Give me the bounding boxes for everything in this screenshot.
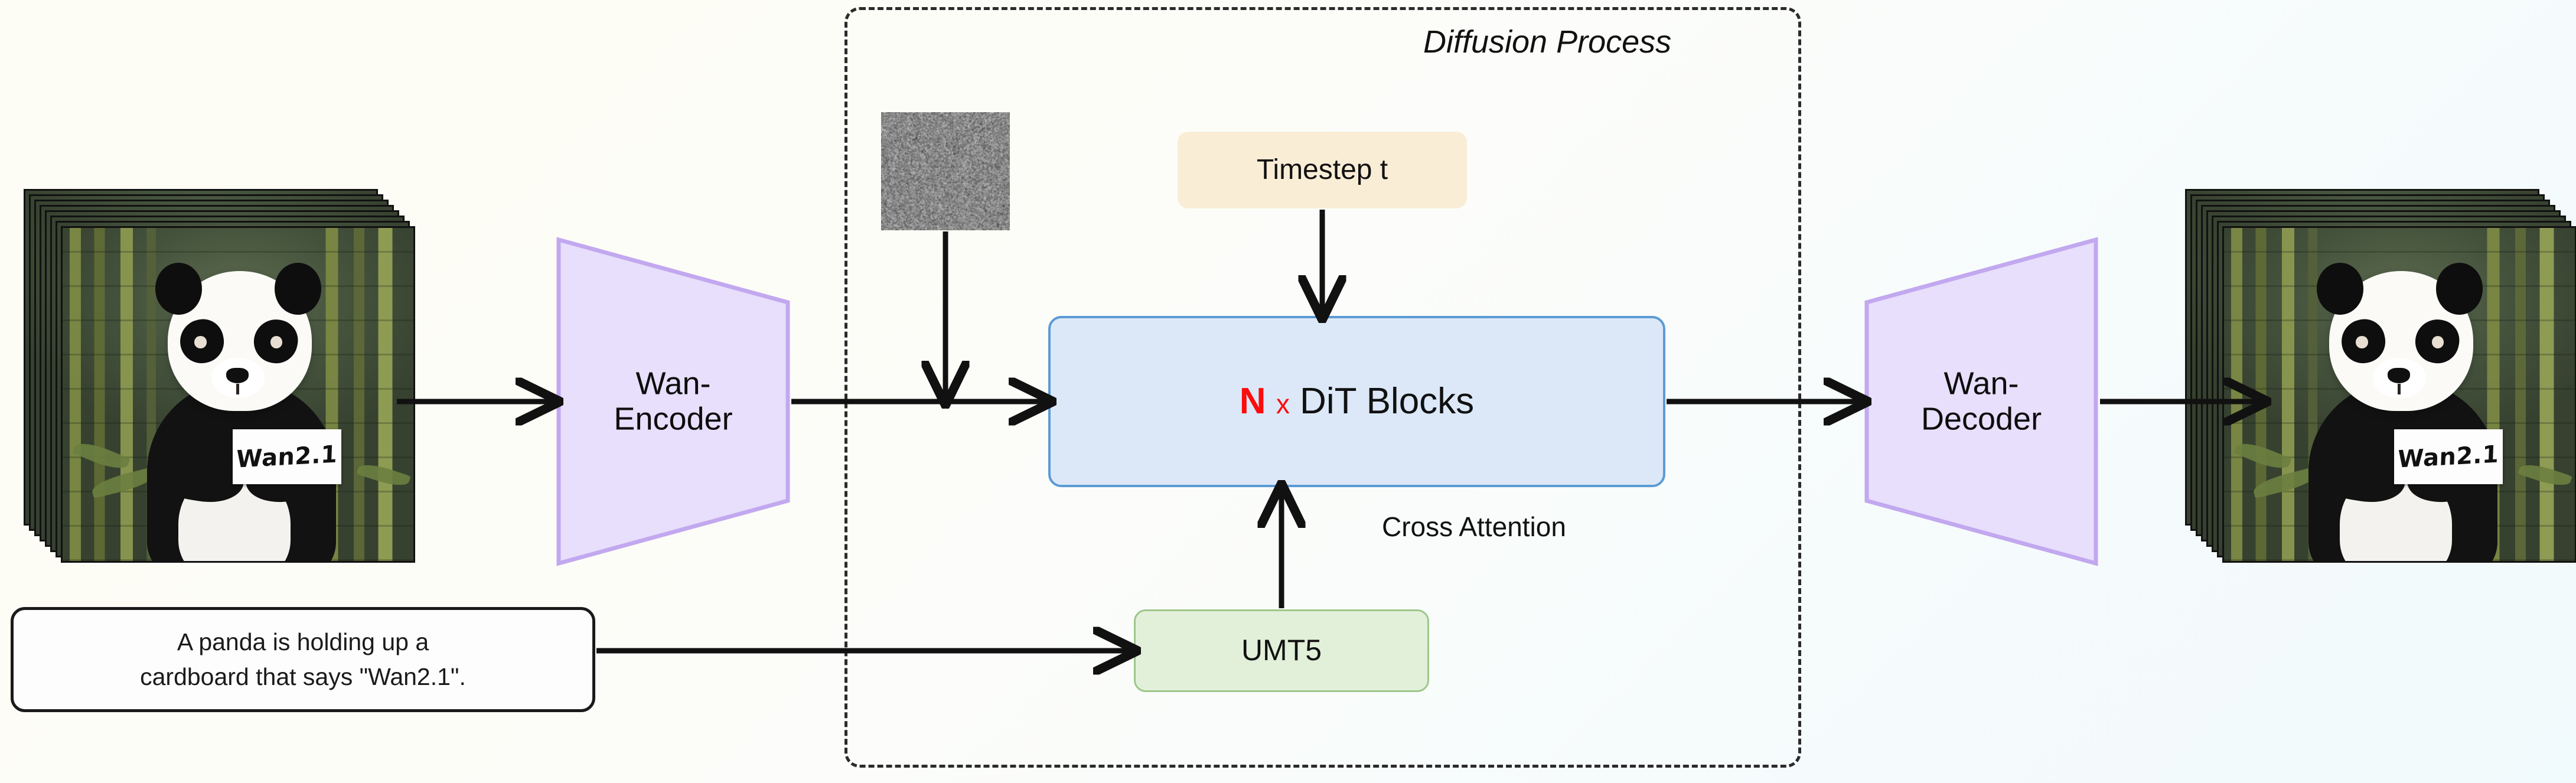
wan-encoder-label: Wan- Encoder [614,366,733,437]
cross-attention-label: Cross Attention [1382,511,1566,542]
dit-times-symbol: x [1276,389,1290,420]
prompt-line-2: cardboard that says "Wan2.1". [140,663,466,690]
output-video-frames: Wan2.1 [2185,189,2576,567]
diffusion-process-title: Diffusion Process [1423,24,1672,60]
wan-decoder-label: Wan- Decoder [1920,366,2042,437]
video-frame-front: Wan2.1 [2222,226,2576,563]
sign-text: Wan2.1 [236,441,338,474]
prompt-line-1: A panda is holding up a [177,628,429,655]
timestep-label: Timestep t [1256,154,1388,186]
wan-decoder-block[interactable]: Wan- Decoder [1863,236,2099,567]
sign-text: Wan2.1 [2397,441,2500,474]
umt5-label: UMT5 [1241,634,1322,667]
wan-encoder-block[interactable]: Wan- Encoder [555,236,791,567]
umt5-text-encoder-box[interactable]: UMT5 [1134,609,1429,692]
diffusion-process-region [844,7,1801,768]
text-prompt-box[interactable]: A panda is holding up a cardboard that s… [11,607,595,712]
dit-repeat-count: N [1239,381,1266,422]
dit-blocks-node[interactable]: N x DiT Blocks [1048,316,1665,487]
input-video-frames: Wan2.1 [24,189,415,567]
gaussian-noise-patch [881,112,1010,230]
text-prompt: A panda is holding up a cardboard that s… [140,625,466,695]
dit-blocks-label: N x DiT Blocks [1240,380,1474,422]
timestep-box[interactable]: Timestep t [1178,132,1467,208]
video-frame-front: Wan2.1 [61,226,415,563]
dit-blocks-text: DiT Blocks [1300,381,1475,422]
